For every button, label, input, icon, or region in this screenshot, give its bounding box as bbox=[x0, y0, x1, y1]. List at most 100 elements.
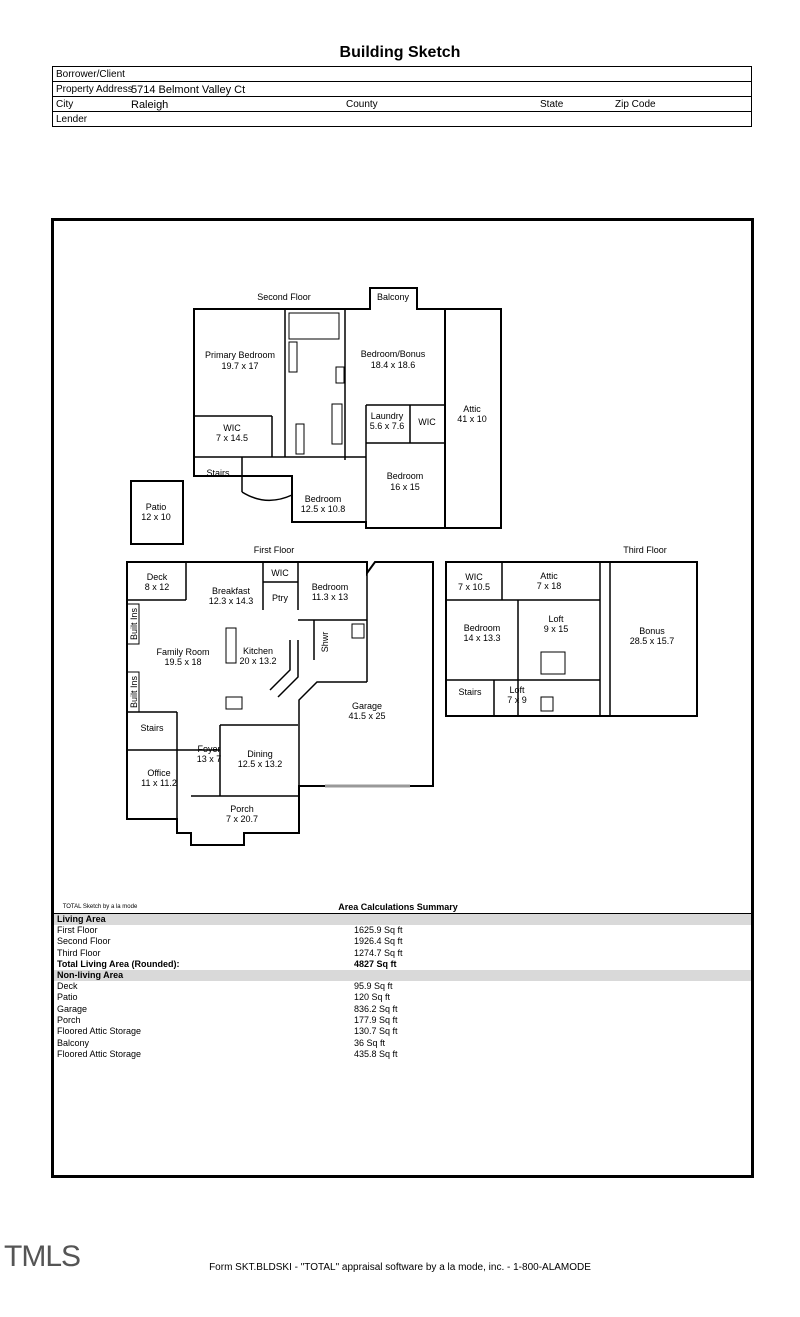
room-loft-9: Loft bbox=[548, 614, 564, 624]
second-floor-outline bbox=[193, 287, 502, 529]
dims-wic-second: 7 x 14.5 bbox=[216, 433, 248, 443]
room-patio: Patio bbox=[146, 502, 167, 512]
summary-label: Third Floor bbox=[57, 947, 101, 958]
label-second-floor: Second Floor bbox=[257, 292, 311, 302]
summary-label: Balcony bbox=[57, 1037, 90, 1048]
living-area-header: Living Area bbox=[54, 914, 751, 925]
room-pantry: Ptry bbox=[272, 593, 289, 603]
room-bedroom-bonus: Bedroom/Bonus bbox=[361, 349, 426, 359]
room-foyer: Foyer bbox=[197, 744, 220, 754]
room-stairs-second: Stairs bbox=[206, 468, 230, 478]
room-bonus: Bonus bbox=[639, 626, 665, 636]
address-value: 5714 Belmont Valley Ct bbox=[131, 84, 246, 96]
dims-wic-third: 7 x 10.5 bbox=[458, 582, 490, 592]
summary-row: Garage 836.2 Sq ft bbox=[54, 1004, 751, 1015]
lender-row: Lender bbox=[53, 112, 751, 127]
dims-office: 11 x 11.2 bbox=[141, 778, 177, 788]
room-wic-first: WIC bbox=[271, 568, 289, 578]
summary-row: Deck 95.9 Sq ft bbox=[54, 981, 751, 992]
summary-value: 120 Sq ft bbox=[354, 992, 391, 1003]
summary-total-value: 4827 Sq ft bbox=[354, 958, 397, 969]
summary-label: First Floor bbox=[57, 925, 98, 935]
room-wic-second: WIC bbox=[223, 423, 241, 433]
dims-patio: 12 x 10 bbox=[141, 512, 171, 522]
room-attic-second: Attic bbox=[463, 404, 481, 414]
room-builtins-top: Built Ins bbox=[129, 607, 139, 640]
area-summary: Living Area First Floor 1625.9 Sq ft Seco… bbox=[54, 914, 751, 1060]
summary-value: 95.9 Sq ft bbox=[354, 981, 393, 992]
room-stairs-first: Stairs bbox=[140, 723, 164, 733]
address-label: Property Address bbox=[56, 84, 133, 95]
summary-value: 1625.9 Sq ft bbox=[354, 925, 403, 935]
room-shower: Shwr bbox=[320, 632, 330, 653]
summary-row: Second Floor 1926.4 Sq ft bbox=[54, 936, 751, 947]
summary-row: Balcony 36 Sq ft bbox=[54, 1038, 751, 1049]
dims-laundry: 5.6 x 7.6 bbox=[370, 421, 405, 431]
city-row: City Raleigh County State Zip Code bbox=[53, 97, 751, 112]
city-label: City bbox=[56, 99, 74, 110]
lender-label: Lender bbox=[56, 114, 88, 125]
label-third-floor: Third Floor bbox=[623, 545, 667, 555]
room-breakfast: Breakfast bbox=[212, 586, 251, 596]
dims-loft-7: 7 x 9 bbox=[507, 695, 527, 705]
room-attic-third: Attic bbox=[540, 571, 558, 581]
summary-label: Porch bbox=[57, 1015, 81, 1026]
borrower-label: Borrower/Client bbox=[56, 69, 125, 80]
summary-total-label: Total Living Area (Rounded): bbox=[57, 958, 180, 969]
dims-attic-second: 41 x 10 bbox=[457, 414, 487, 424]
dims-bedroom-12: 12.5 x 10.8 bbox=[301, 504, 346, 514]
summary-row: Floored Attic Storage 435.8 Sq ft bbox=[54, 1049, 751, 1060]
summary-row: Floored Attic Storage 130.7 Sq ft bbox=[54, 1026, 751, 1037]
property-header: Borrower/Client Property Address 5714 Be… bbox=[52, 66, 752, 127]
dims-primary-bedroom: 19.7 x 17 bbox=[221, 361, 258, 371]
sketch-frame bbox=[51, 218, 754, 1178]
summary-total-row: Total Living Area (Rounded): 4827 Sq ft bbox=[54, 959, 751, 970]
summary-value: 435.8 Sq ft bbox=[354, 1048, 398, 1059]
summary-label: Floored Attic Storage bbox=[57, 1026, 142, 1037]
summary-value: 1926.4 Sq ft bbox=[354, 936, 403, 947]
room-laundry: Laundry bbox=[371, 411, 404, 421]
nonliving-area-header: Non-living Area bbox=[54, 970, 751, 982]
summary-row: First Floor 1625.9 Sq ft bbox=[54, 925, 751, 936]
dims-porch: 7 x 20.7 bbox=[226, 814, 258, 824]
floor-plan: Second Floor First Floor Third Floor Bal… bbox=[54, 287, 751, 915]
room-loft-7: Loft bbox=[509, 685, 525, 695]
room-bedroom-16: Bedroom bbox=[387, 471, 424, 481]
patio-outline bbox=[130, 480, 184, 545]
dims-bonus: 28.5 x 15.7 bbox=[630, 636, 675, 646]
zip-label: Zip Code bbox=[615, 99, 656, 110]
city-value: Raleigh bbox=[131, 99, 169, 111]
address-row: Property Address 5714 Belmont Valley Ct bbox=[53, 82, 751, 97]
dims-loft-9: 9 x 15 bbox=[544, 624, 569, 634]
software-note: TOTAL Sketch by a la mode bbox=[63, 904, 138, 910]
summary-label: Second Floor bbox=[57, 936, 111, 947]
room-stairs-third: Stairs bbox=[458, 687, 482, 697]
room-dining: Dining bbox=[247, 749, 273, 759]
dims-attic-third: 7 x 18 bbox=[537, 581, 562, 591]
summary-value: 836.2 Sq ft bbox=[354, 1003, 398, 1014]
room-bedroom-11: Bedroom bbox=[312, 582, 349, 592]
room-wic-third: WIC bbox=[465, 572, 483, 582]
summary-value: 130.7 Sq ft bbox=[354, 1026, 398, 1037]
summary-title: Area Calculations Summary bbox=[338, 902, 458, 912]
summary-value: 36 Sq ft bbox=[354, 1037, 386, 1048]
dims-dining: 12.5 x 13.2 bbox=[238, 759, 283, 769]
room-primary-bedroom: Primary Bedroom bbox=[205, 350, 275, 360]
dims-bedroom-11: 11.3 x 13 bbox=[312, 592, 348, 602]
summary-value: 177.9 Sq ft bbox=[354, 1015, 398, 1026]
first-floor-outline bbox=[126, 561, 434, 846]
label-first-floor: First Floor bbox=[254, 545, 295, 555]
summary-label: Garage bbox=[57, 1003, 88, 1014]
summary-label: Floored Attic Storage bbox=[57, 1048, 142, 1059]
room-balcony: Balcony bbox=[377, 292, 410, 302]
room-garage: Garage bbox=[352, 701, 382, 711]
third-floor-outline bbox=[445, 561, 698, 717]
room-office: Office bbox=[147, 768, 170, 778]
dims-foyer: 13 x 7 bbox=[197, 754, 222, 764]
summary-label: Deck bbox=[57, 981, 78, 992]
dims-deck: 8 x 12 bbox=[145, 582, 170, 592]
room-builtins-bottom: Built Ins bbox=[129, 675, 139, 708]
form-footer: Form SKT.BLDSKI - "TOTAL" appraisal soft… bbox=[209, 1262, 591, 1273]
room-family-room: Family Room bbox=[156, 647, 209, 657]
